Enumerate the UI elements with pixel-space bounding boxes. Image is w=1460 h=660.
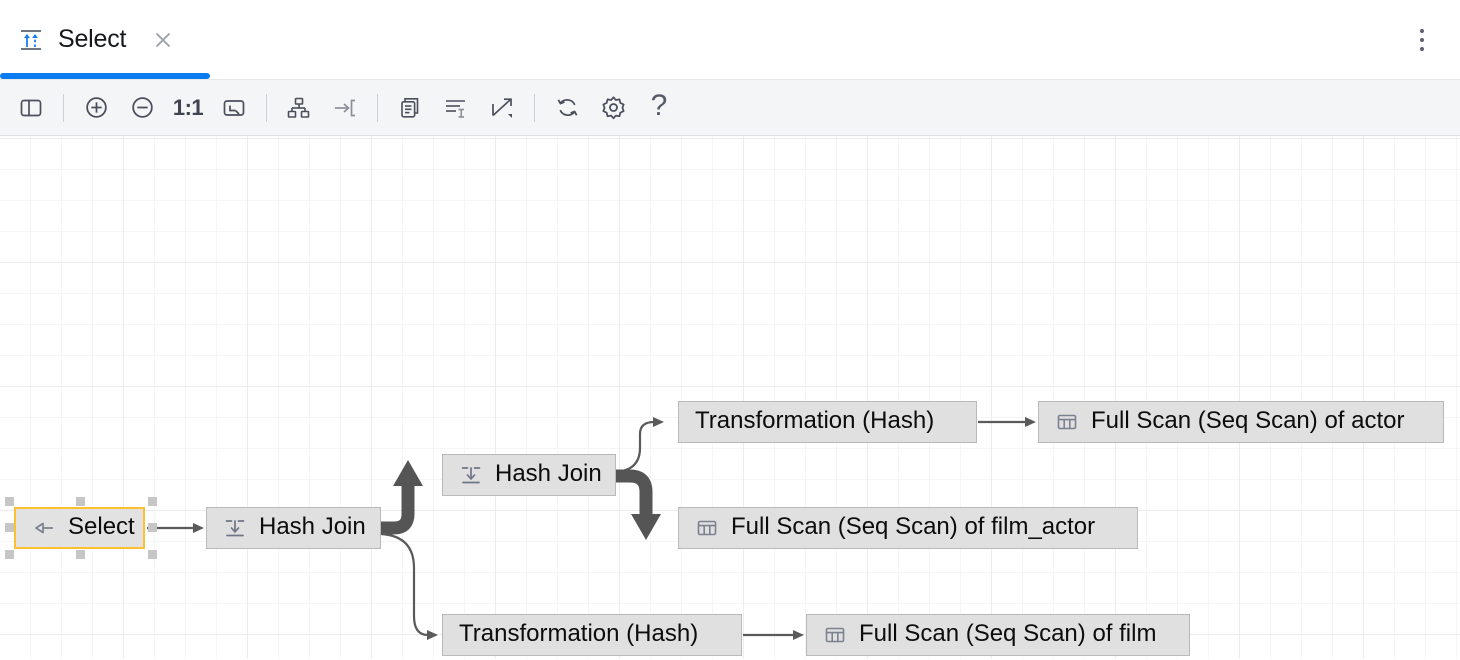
- copy-plan-button[interactable]: [387, 85, 433, 131]
- toggle-sidebar-button[interactable]: [8, 85, 54, 131]
- toolbar-separator-3: [377, 93, 378, 122]
- edge-hashjoin1-transform2: [380, 532, 438, 640]
- edge-hashjoin2-transform1: [615, 417, 664, 474]
- execution-plan-canvas[interactable]: Select Hash Join Hash Join Tr: [0, 136, 1460, 659]
- edge-layer: [147, 417, 1036, 640]
- layout-hierarchy-button[interactable]: [276, 85, 322, 131]
- node-full-scan-film[interactable]: Full Scan (Seq Scan) of film: [806, 614, 1190, 656]
- refresh-plan-button[interactable]: [544, 85, 590, 131]
- toolbar-separator-4: [534, 93, 535, 122]
- node-transformation-hash-2[interactable]: Transformation (Hash): [442, 614, 742, 656]
- zoom-level-label: 1:1: [172, 94, 204, 120]
- question-mark-icon: ?: [650, 89, 668, 122]
- zoom-in-button[interactable]: [73, 85, 119, 131]
- node-select[interactable]: Select: [14, 507, 145, 549]
- close-icon[interactable]: [152, 29, 174, 51]
- active-tab-indicator: [0, 73, 210, 79]
- node-transformation-hash-1[interactable]: Transformation (Hash): [678, 401, 977, 443]
- more-vertical-icon[interactable]: [1408, 26, 1436, 54]
- show-text-plan-button[interactable]: [433, 85, 479, 131]
- help-button[interactable]: ?: [636, 85, 682, 131]
- hash-join-icon: [223, 516, 247, 540]
- zoom-actual-size-button[interactable]: 1:1: [165, 85, 211, 131]
- node-label: Full Scan (Seq Scan) of film_actor: [731, 513, 1096, 540]
- tab-label: Select: [58, 25, 127, 53]
- node-label: Full Scan (Seq Scan) of film: [859, 620, 1157, 647]
- table-icon: [1055, 410, 1079, 434]
- select-plan-icon: [18, 27, 44, 53]
- open-in-new-window-button[interactable]: [479, 85, 525, 131]
- node-label: Hash Join: [259, 513, 366, 540]
- node-label: Hash Join: [495, 460, 602, 487]
- fit-content-button[interactable]: [211, 85, 257, 131]
- zoom-out-button[interactable]: [119, 85, 165, 131]
- jump-to-source-button[interactable]: [322, 85, 368, 131]
- node-hash-join-1[interactable]: Hash Join: [206, 507, 381, 549]
- node-label: Transformation (Hash): [459, 620, 699, 647]
- edge-hashjoin1-hashjoin2: [381, 460, 423, 535]
- node-full-scan-film-actor[interactable]: Full Scan (Seq Scan) of film_actor: [678, 507, 1138, 549]
- node-label: Full Scan (Seq Scan) of actor: [1091, 407, 1405, 434]
- node-label: Transformation (Hash): [695, 407, 935, 434]
- node-full-scan-actor[interactable]: Full Scan (Seq Scan) of actor: [1038, 401, 1444, 443]
- settings-gear-icon[interactable]: [590, 85, 636, 131]
- table-icon: [823, 623, 847, 647]
- table-icon: [695, 516, 719, 540]
- edge-hashjoin2-scanfilmactor: [616, 469, 661, 540]
- node-hash-join-2[interactable]: Hash Join: [442, 454, 616, 496]
- tab-bar: Select: [0, 0, 1460, 80]
- toolbar-separator-1: [63, 93, 64, 122]
- diagram-toolbar: 1:1: [0, 80, 1460, 136]
- hash-join-icon: [459, 463, 483, 487]
- node-label: Select: [68, 513, 135, 540]
- select-arrow-icon: [32, 516, 56, 540]
- tab-select[interactable]: Select: [0, 0, 192, 80]
- toolbar-separator-2: [266, 93, 267, 122]
